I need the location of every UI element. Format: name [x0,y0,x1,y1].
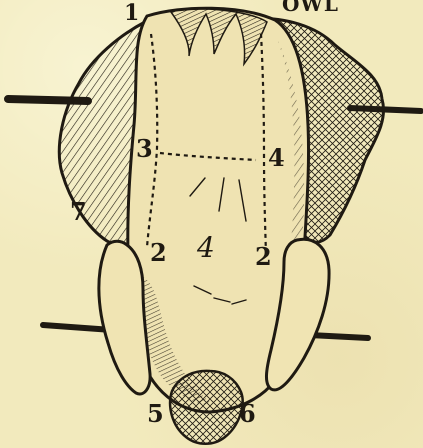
label-2-right: 2 [255,245,272,269]
label-5: 5 [147,402,164,426]
label-6: 6 [239,402,256,426]
tail-vent [170,371,243,444]
label-3: 3 [136,137,153,161]
label-7: 7 [70,200,87,224]
label-top-owl: OWL [282,0,339,14]
label-2-left: 2 [150,241,167,265]
fowl-body [59,8,383,444]
label-4-center: 4 [197,234,215,262]
label-top-1: 1 [124,2,139,24]
label-4-right: 4 [268,146,285,170]
